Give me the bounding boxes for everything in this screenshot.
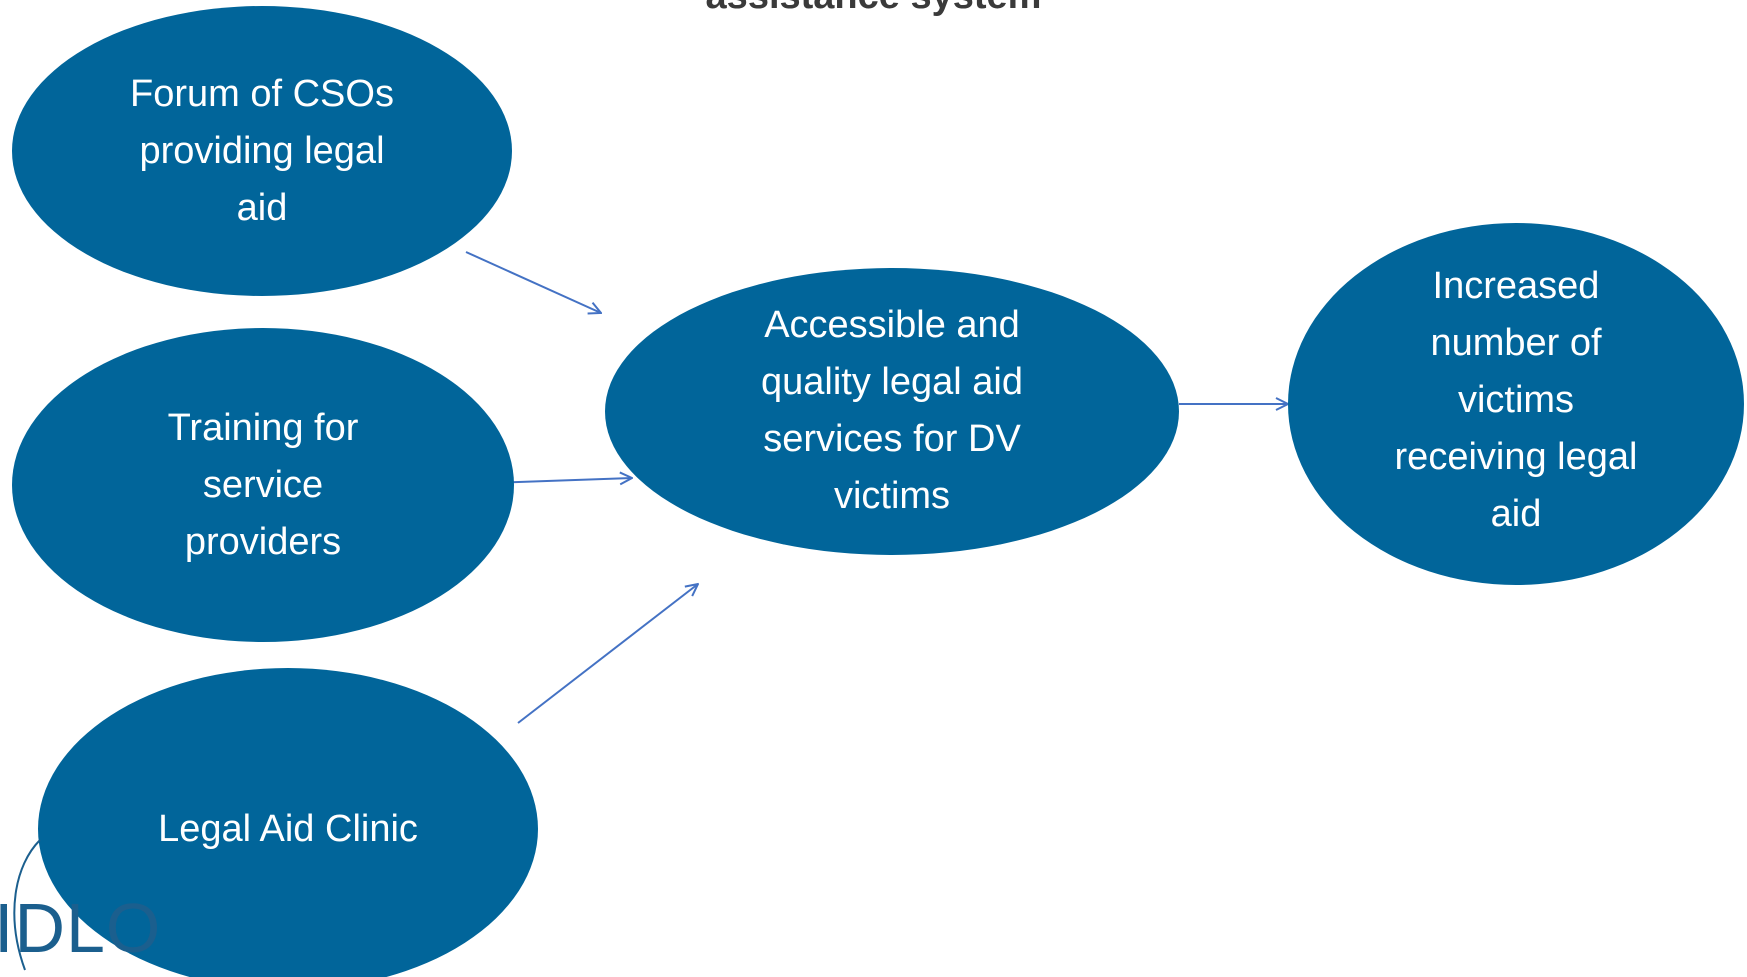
node-training-for-service-providers: Training for service providers [12, 328, 514, 642]
idlo-logo-text: IDLO [0, 889, 162, 967]
idlo-logo-icon [13, 839, 41, 971]
node-increased-number-of-victims: Increased number of victims receiving le… [1288, 223, 1744, 585]
node-increased-text: Increased number of victims receiving le… [1394, 264, 1638, 535]
arrow-forum-to-services [465, 251, 601, 313]
node-forum-of-csos: Forum of CSOs providing legal aid [12, 6, 512, 296]
node-legal-aid-clinic-text: Legal Aid Clinic [158, 807, 418, 850]
node-services-text: Accessible and quality legal aid service… [761, 303, 1023, 517]
slide-title: assistance system [0, 0, 1747, 18]
arrow-clinic-to-services [517, 584, 698, 724]
node-training-text: Training for service providers [167, 406, 359, 563]
node-accessible-legal-aid-services: Accessible and quality legal aid service… [605, 268, 1179, 555]
node-forum-of-csos-text: Forum of CSOs providing legal aid [130, 72, 394, 229]
node-legal-aid-clinic: Legal Aid Clinic [38, 668, 538, 977]
